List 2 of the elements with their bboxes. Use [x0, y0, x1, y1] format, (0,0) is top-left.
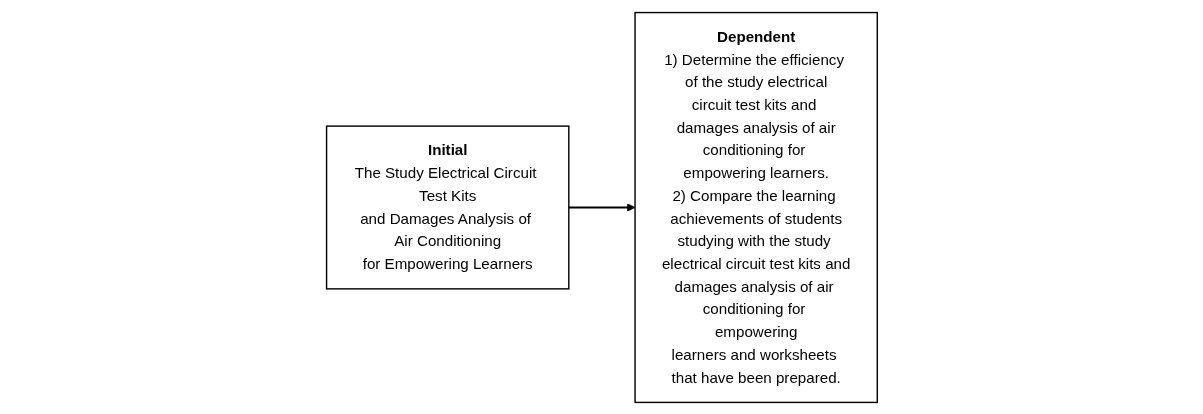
- node-box: Initial The Study Electrical Circuit Test Kits and Damages Analysis of Air Conditioning for Empowering Learners: [325, 124, 570, 290]
- node-box: Dependent 1) Determine the efficiency of the study electrical circuit test kits and damages analysis of air conditioning for empowering learners. 2) Compare the learning achievements of students studying with the study electrical circuit test kits and damages analysis of air conditioning for empowering learners and worksheets that have been prepared.: [633, 11, 878, 403]
